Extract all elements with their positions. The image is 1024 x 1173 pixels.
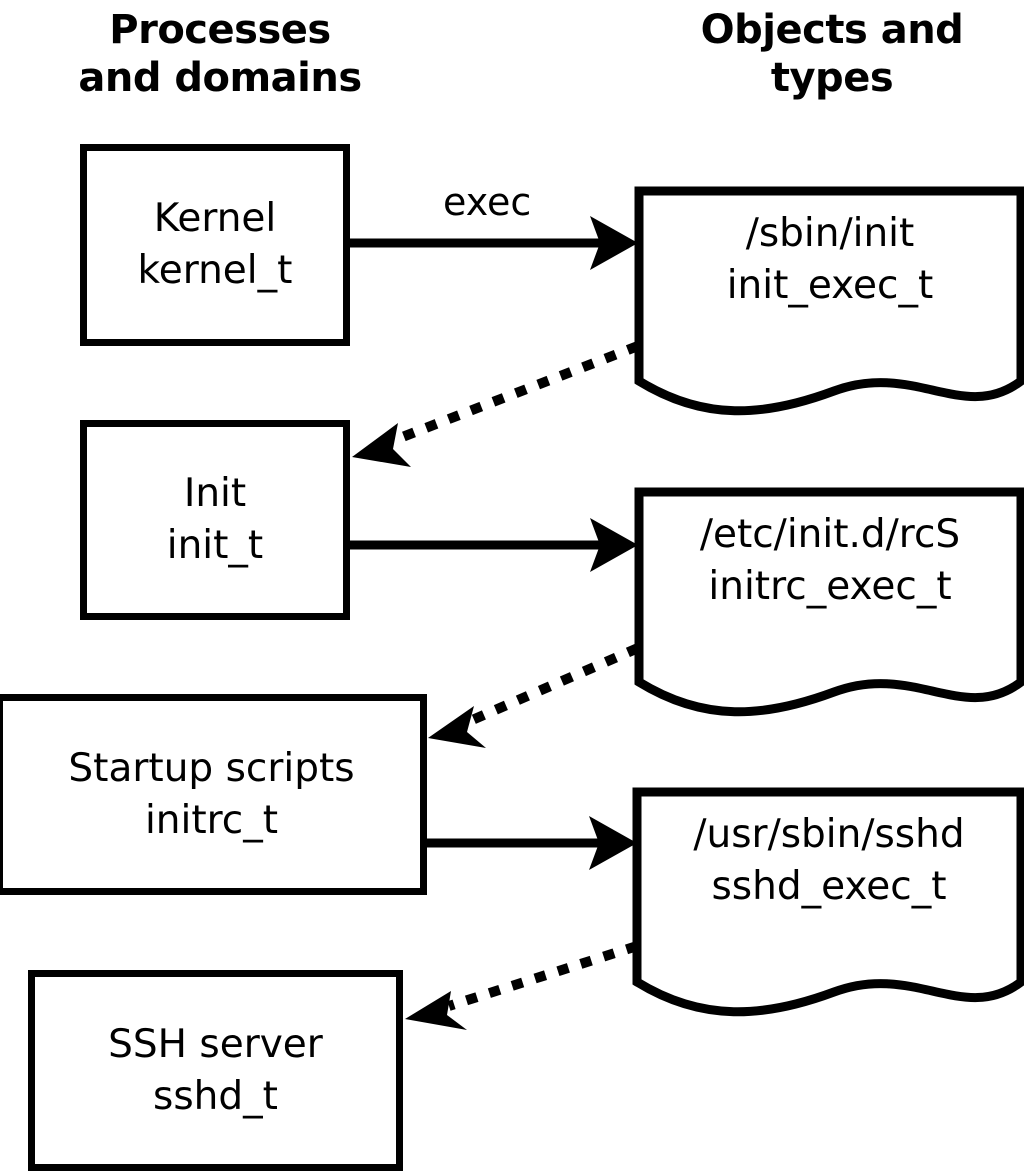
process-box-init-name: Init	[183, 471, 247, 516]
column-header-objects-and-types: Objects and types	[700, 7, 964, 101]
object-document-sshd-exec-type: sshd_exec_t	[711, 864, 947, 909]
object-document-initrc-exec[interactable]: /etc/init.d/rcS initrc_exec_t	[634, 487, 1024, 722]
object-document-init-exec-type: init_exec_t	[726, 263, 934, 308]
process-box-ssh-server[interactable]: SSH server sshd_t	[28, 970, 403, 1171]
object-document-sshd-exec[interactable]: /usr/sbin/sshd sshd_exec_t	[632, 787, 1024, 1022]
arrowhead	[352, 423, 411, 467]
edge-label-exec: exec	[443, 180, 532, 224]
arrowhead	[428, 706, 486, 748]
process-box-init-type: init_t	[166, 523, 264, 568]
edge-initrcexec-to-initrc	[428, 643, 640, 748]
edge-sshdexec-to-sshd	[405, 941, 639, 1030]
process-box-ssh-server-name: SSH server	[108, 1021, 323, 1067]
process-box-init[interactable]: Init init_t	[80, 420, 350, 620]
edge-initexec-to-init	[352, 341, 640, 467]
process-box-startup-scripts-name: Startup scripts	[68, 745, 355, 791]
process-box-startup-scripts-type: initrc_t	[144, 797, 279, 843]
object-document-initrc-exec-path: /etc/init.d/rcS	[699, 512, 961, 557]
object-document-sshd-exec-path: /usr/sbin/sshd	[693, 812, 965, 857]
edge-init-exec-initrc	[348, 518, 638, 572]
edge-line-dotted	[390, 341, 640, 446]
document-shape-outline	[632, 787, 1024, 1017]
arrowhead	[589, 816, 637, 870]
column-header-processes-and-domains: Processes and domains	[78, 7, 362, 101]
process-box-kernel[interactable]: Kernel kernel_t	[80, 144, 350, 346]
process-box-kernel-type: kernel_t	[137, 248, 293, 293]
object-document-initrc-exec-type: initrc_exec_t	[708, 564, 952, 609]
edge-initrc-exec-sshd	[425, 816, 637, 870]
document-shape-outline	[634, 487, 1024, 717]
edge-line-dotted	[447, 941, 639, 1011]
edge-line-dotted	[468, 643, 640, 726]
process-box-ssh-server-type: sshd_t	[153, 1073, 278, 1119]
arrowhead	[590, 518, 638, 572]
edge-kernel-exec-init	[348, 216, 638, 270]
object-document-init-exec[interactable]: /sbin/init init_exec_t	[634, 186, 1024, 421]
object-document-init-exec-path: /sbin/init	[745, 211, 915, 256]
process-box-startup-scripts[interactable]: Startup scripts initrc_t	[0, 694, 427, 895]
document-shape-outline	[634, 186, 1024, 416]
arrowhead	[405, 991, 467, 1030]
arrowhead	[590, 216, 638, 270]
process-box-kernel-name: Kernel	[153, 196, 277, 241]
